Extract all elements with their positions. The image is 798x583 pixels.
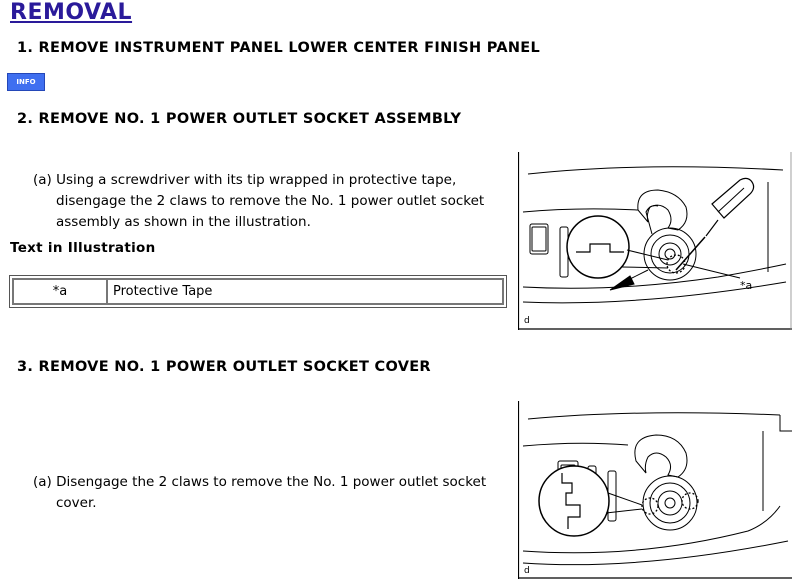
step-2-instruction-line-2: disengage the 2 claws to remove the No. …: [56, 193, 485, 209]
illustration-power-outlet-assembly: *a d: [517, 152, 792, 330]
table-row: *a Protective Tape: [13, 279, 503, 304]
removal-heading-link[interactable]: REMOVAL: [10, 0, 133, 25]
figure-1-corner-label: d: [524, 316, 530, 326]
illustration-legend-table: *a Protective Tape: [9, 275, 507, 308]
info-button[interactable]: INFO: [7, 73, 45, 91]
illustration-2-drawing: d: [517, 401, 792, 579]
step-2-instruction-line-3: assembly as shown in the illustration.: [56, 214, 311, 230]
figure-1-callout-label: *a: [740, 279, 752, 292]
illustration-1-drawing: *a d: [517, 152, 792, 330]
info-button-label: INFO: [16, 78, 36, 86]
step-2-instruction-line-1: (a) Using a screwdriver with its tip wra…: [33, 172, 457, 188]
step-3-instruction-line-1: (a) Disengage the 2 claws to remove the …: [33, 474, 487, 490]
legend-key-cell: *a: [13, 279, 107, 304]
step-2-instruction: (a) Using a screwdriver with its tip wra…: [33, 170, 484, 233]
step-3-instruction-line-2: cover.: [56, 495, 97, 511]
legend-value-cell: Protective Tape: [107, 279, 503, 304]
step-1-title: 1. REMOVE INSTRUMENT PANEL LOWER CENTER …: [17, 40, 541, 56]
figure-2-corner-label: d: [524, 566, 530, 576]
step-2-title: 2. REMOVE NO. 1 POWER OUTLET SOCKET ASSE…: [17, 111, 462, 127]
text-in-illustration-title: Text in Illustration: [10, 240, 156, 256]
step-3-title: 3. REMOVE NO. 1 POWER OUTLET SOCKET COVE…: [17, 359, 431, 375]
step-3-instruction: (a) Disengage the 2 claws to remove the …: [33, 472, 486, 514]
illustration-power-outlet-cover: d: [517, 401, 792, 579]
